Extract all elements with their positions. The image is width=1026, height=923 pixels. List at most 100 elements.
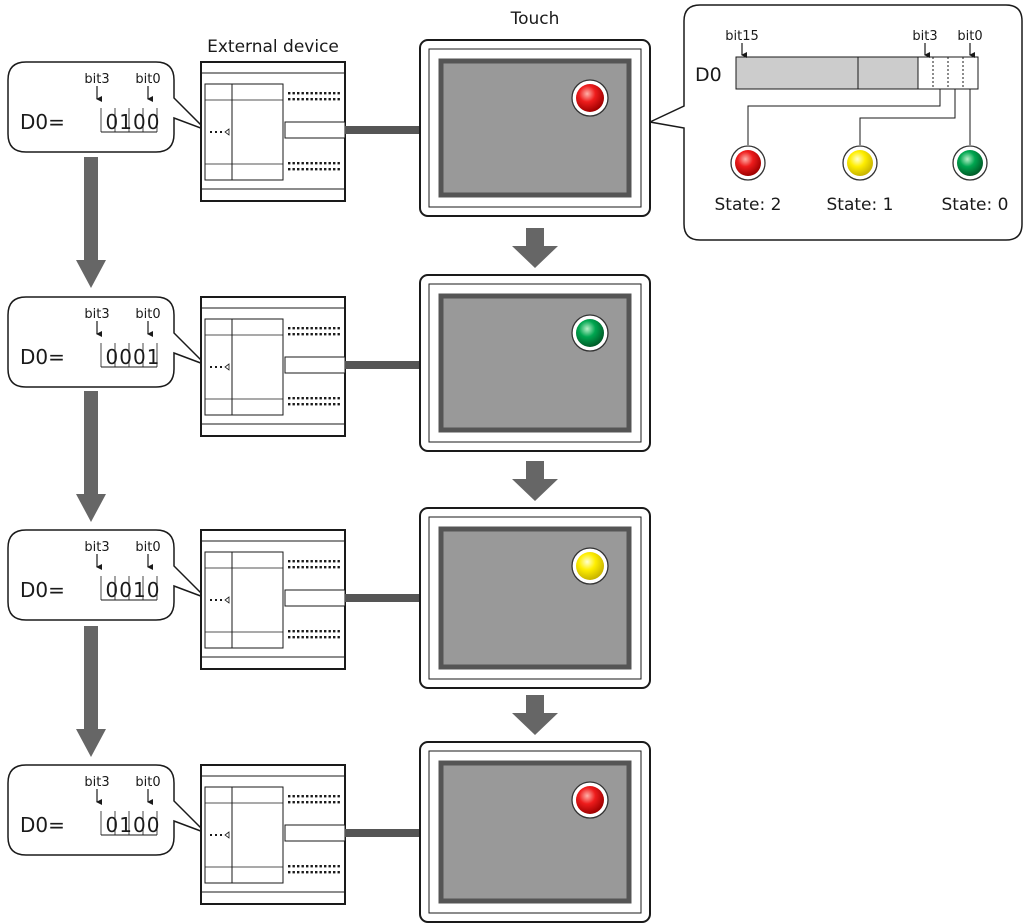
plc-terminal-dot [324,566,327,569]
legend-bit15-label: bit15 [725,29,759,44]
plc-terminal-dot [333,162,336,165]
plc-terminal-dot [333,98,336,101]
touch-screen [438,293,632,433]
plc-terminal-dot [310,636,313,639]
plc-terminal-dot [319,162,322,165]
plc-terminal-dot [319,636,322,639]
arrow-shaft [84,391,98,494]
plc-terminal-dot [297,630,300,633]
plc-terminal-dot [292,795,295,798]
plc-terminal-dot [306,566,309,569]
register-prefix: D0= [20,813,65,837]
plc-terminal-dot [328,333,331,336]
plc-terminal-dot [315,403,318,406]
device-link-cable [345,126,420,134]
external-device [200,529,346,670]
plc-terminal-dot [306,795,309,798]
plc-terminal-dot [310,865,313,868]
plc-terminal-dot [319,98,322,101]
plc-terminal-dot [324,636,327,639]
plc-terminal-dot [333,397,336,400]
flow-arrow-left-3 [76,626,106,757]
plc-terminal-dot [301,865,304,868]
plc-port [284,589,346,607]
device-link-cable [345,594,420,602]
lamp-light [576,84,604,112]
lamp-red [571,79,609,117]
plc-indicator [224,596,230,604]
plc-terminal-dot [324,560,327,563]
plc-terminal-dot [328,560,331,563]
plc-terminal-dot [310,566,313,569]
plc-terminal-dot [333,801,336,804]
plc-terminal-dot [333,566,336,569]
plc-terminal-dot [306,168,309,171]
plc-terminal-dot [292,560,295,563]
plc-front-panel [204,83,284,181]
plc-terminal-dot [333,92,336,95]
plc-terminal-dot [310,397,313,400]
legend-state-1-label: State: 1 [827,195,894,215]
register-value: 0100 [106,110,161,134]
bit3-label: bit3 [84,72,109,87]
plc-terminal-dot [337,636,340,639]
plc-terminal-dot [301,397,304,400]
plc-terminal-dot [288,168,291,171]
plc-terminal-dot [315,333,318,336]
plc-port [284,356,346,374]
plc-terminal-dot [319,871,322,874]
plc-led-dot [220,366,222,368]
plc-terminal-dot [306,871,309,874]
plc-terminal-dot [292,630,295,633]
plc-terminal-dot [315,630,318,633]
plc-terminal-dot [297,98,300,101]
plc-terminal-dot [315,801,318,804]
flow-arrow-screen-2 [512,461,558,501]
plc-terminal-dot [328,168,331,171]
value-callout-bubble [7,764,207,856]
plc-terminal-dot [306,162,309,165]
bit3-label: bit3 [84,540,109,555]
plc-terminal-dot [310,403,313,406]
plc-terminal-dot [297,801,300,804]
plc-indicator [224,128,230,136]
legend-lamp-red [730,145,766,181]
flow-arrow-left-1 [76,157,106,288]
plc-terminal-dot [297,92,300,95]
plc-terminal-dot [292,397,295,400]
plc-terminal-dot [288,871,291,874]
plc-terminal-dot [328,327,331,330]
bit0-label: bit0 [135,775,160,790]
plc-terminal-dot [324,801,327,804]
plc-terminal-dot [328,795,331,798]
plc-terminal-dot [324,865,327,868]
plc-terminal-dot [310,162,313,165]
plc-terminal-dot [315,162,318,165]
plc-terminal-dot [337,801,340,804]
plc-terminal-dot [337,566,340,569]
legend-bit3-label: bit3 [912,29,937,44]
plc-terminal-dot [328,871,331,874]
external-device [200,764,346,905]
plc-terminal-dot [315,795,318,798]
plc-terminal-dot [292,566,295,569]
plc-terminal-dot [328,801,331,804]
flow-arrow-screen-1 [512,228,558,268]
plc-terminal-dot [297,871,300,874]
plc-terminal-dot [310,795,313,798]
plc-terminal-dot [315,865,318,868]
touch-panel [419,274,651,452]
plc-front-panel [204,318,284,416]
plc-terminal-dot [306,560,309,563]
plc-terminal-dot [337,333,340,336]
plc-terminal-dot [292,162,295,165]
register-value: 0100 [106,813,161,837]
arrow-head [512,479,558,501]
plc-port [284,824,346,842]
plc-terminal-dot [297,162,300,165]
plc-led-dot [215,834,217,836]
plc-terminal-dot [333,630,336,633]
